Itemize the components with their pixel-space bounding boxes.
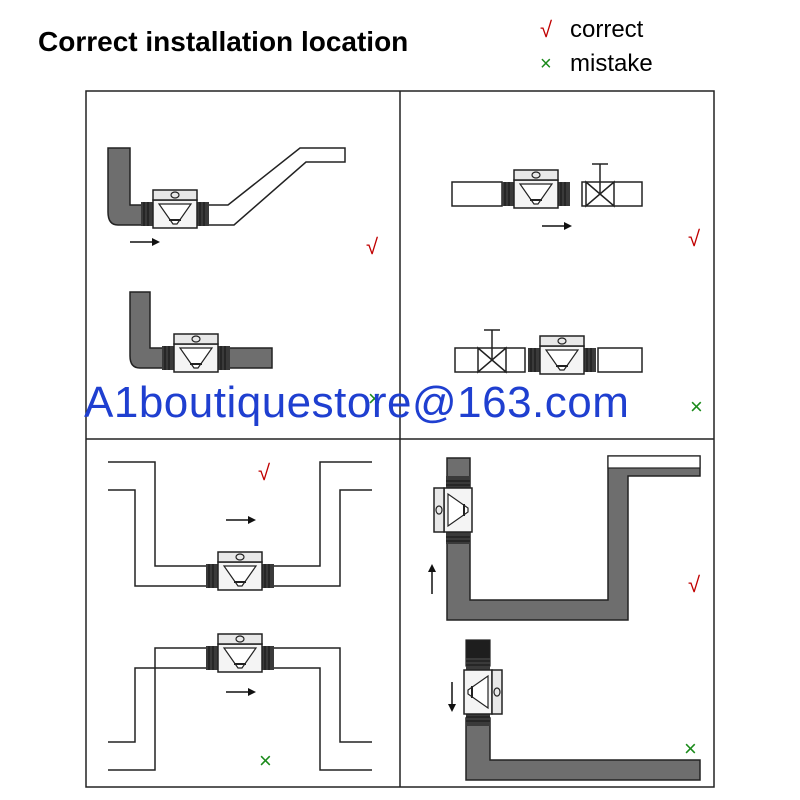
flow-arrow	[448, 682, 456, 712]
watermark-text: A1boutiquestore@163.com	[84, 378, 630, 427]
pipe-bottom-left-upper	[108, 461, 372, 591]
cross-icon: ×	[540, 52, 552, 75]
pipe-top-left-upper	[107, 147, 346, 229]
pipe-top-right-lower	[454, 329, 643, 375]
pipe-bottom-right-lower	[463, 639, 701, 781]
legend-mistake: × mistake	[540, 50, 653, 78]
flow-arrow	[130, 238, 160, 246]
legend-mistake-label: mistake	[570, 50, 653, 77]
correct-mark-icon: √	[688, 226, 701, 251]
check-icon: √	[540, 17, 553, 42]
mistake-mark-icon: ×	[259, 748, 272, 773]
flow-arrow	[428, 564, 436, 594]
pipe-bottom-left-lower	[108, 633, 372, 771]
legend-correct: √ correct	[540, 16, 643, 44]
correct-mark-icon: √	[366, 234, 379, 259]
mistake-mark-icon: ×	[684, 736, 697, 761]
legend-correct-label: correct	[570, 16, 644, 43]
mistake-mark-icon: ×	[690, 394, 703, 419]
correct-mark-icon: √	[688, 572, 701, 597]
flow-arrow	[542, 222, 572, 230]
pipe-top-left-lower	[129, 291, 273, 373]
flow-arrow	[226, 688, 256, 696]
pipe-top-right-upper	[451, 163, 643, 209]
mistake-mark-icon: ×	[368, 386, 381, 411]
page-title: Correct installation location	[38, 26, 409, 57]
pipe-bottom-right-upper	[433, 455, 701, 621]
flow-arrow	[226, 516, 256, 524]
correct-mark-icon: √	[258, 460, 271, 485]
